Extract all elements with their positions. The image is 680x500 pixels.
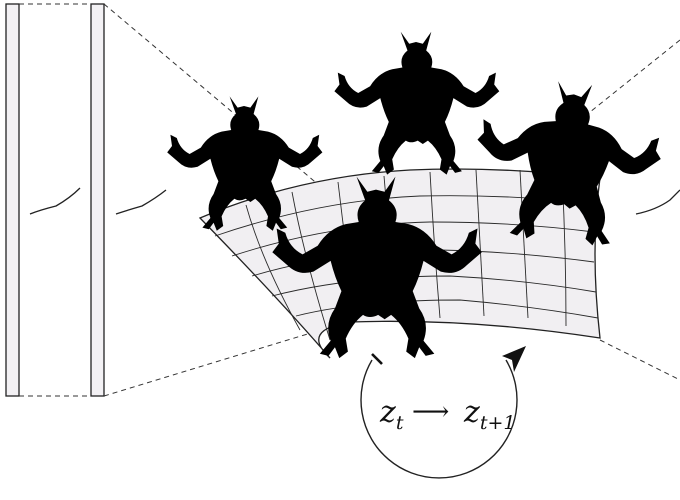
svg-text:zt: zt [379,395,404,434]
frame-panels [5,3,167,397]
frame-curve-2 [115,189,167,215]
armadillo-model-top [334,31,500,175]
cycle-circle [360,359,518,479]
transition-loop [360,346,526,479]
frame-curve-1 [29,187,81,215]
frame-panel-2 [90,3,105,397]
state-next-sub: t+1 [480,412,516,434]
state-current-sub: t [396,412,404,434]
state-next: z [463,395,480,430]
frame-panel-1 [5,3,20,397]
cycle-arrow-icon [502,346,526,372]
transition-equation: zt ⟶ zt+1 [379,395,515,434]
cycle-tick [371,353,383,365]
svg-text:zt+1: zt+1 [463,395,515,434]
frame-curve-3 [635,189,680,215]
transition-arrow: ⟶ [412,397,449,427]
state-current: z [379,395,396,430]
